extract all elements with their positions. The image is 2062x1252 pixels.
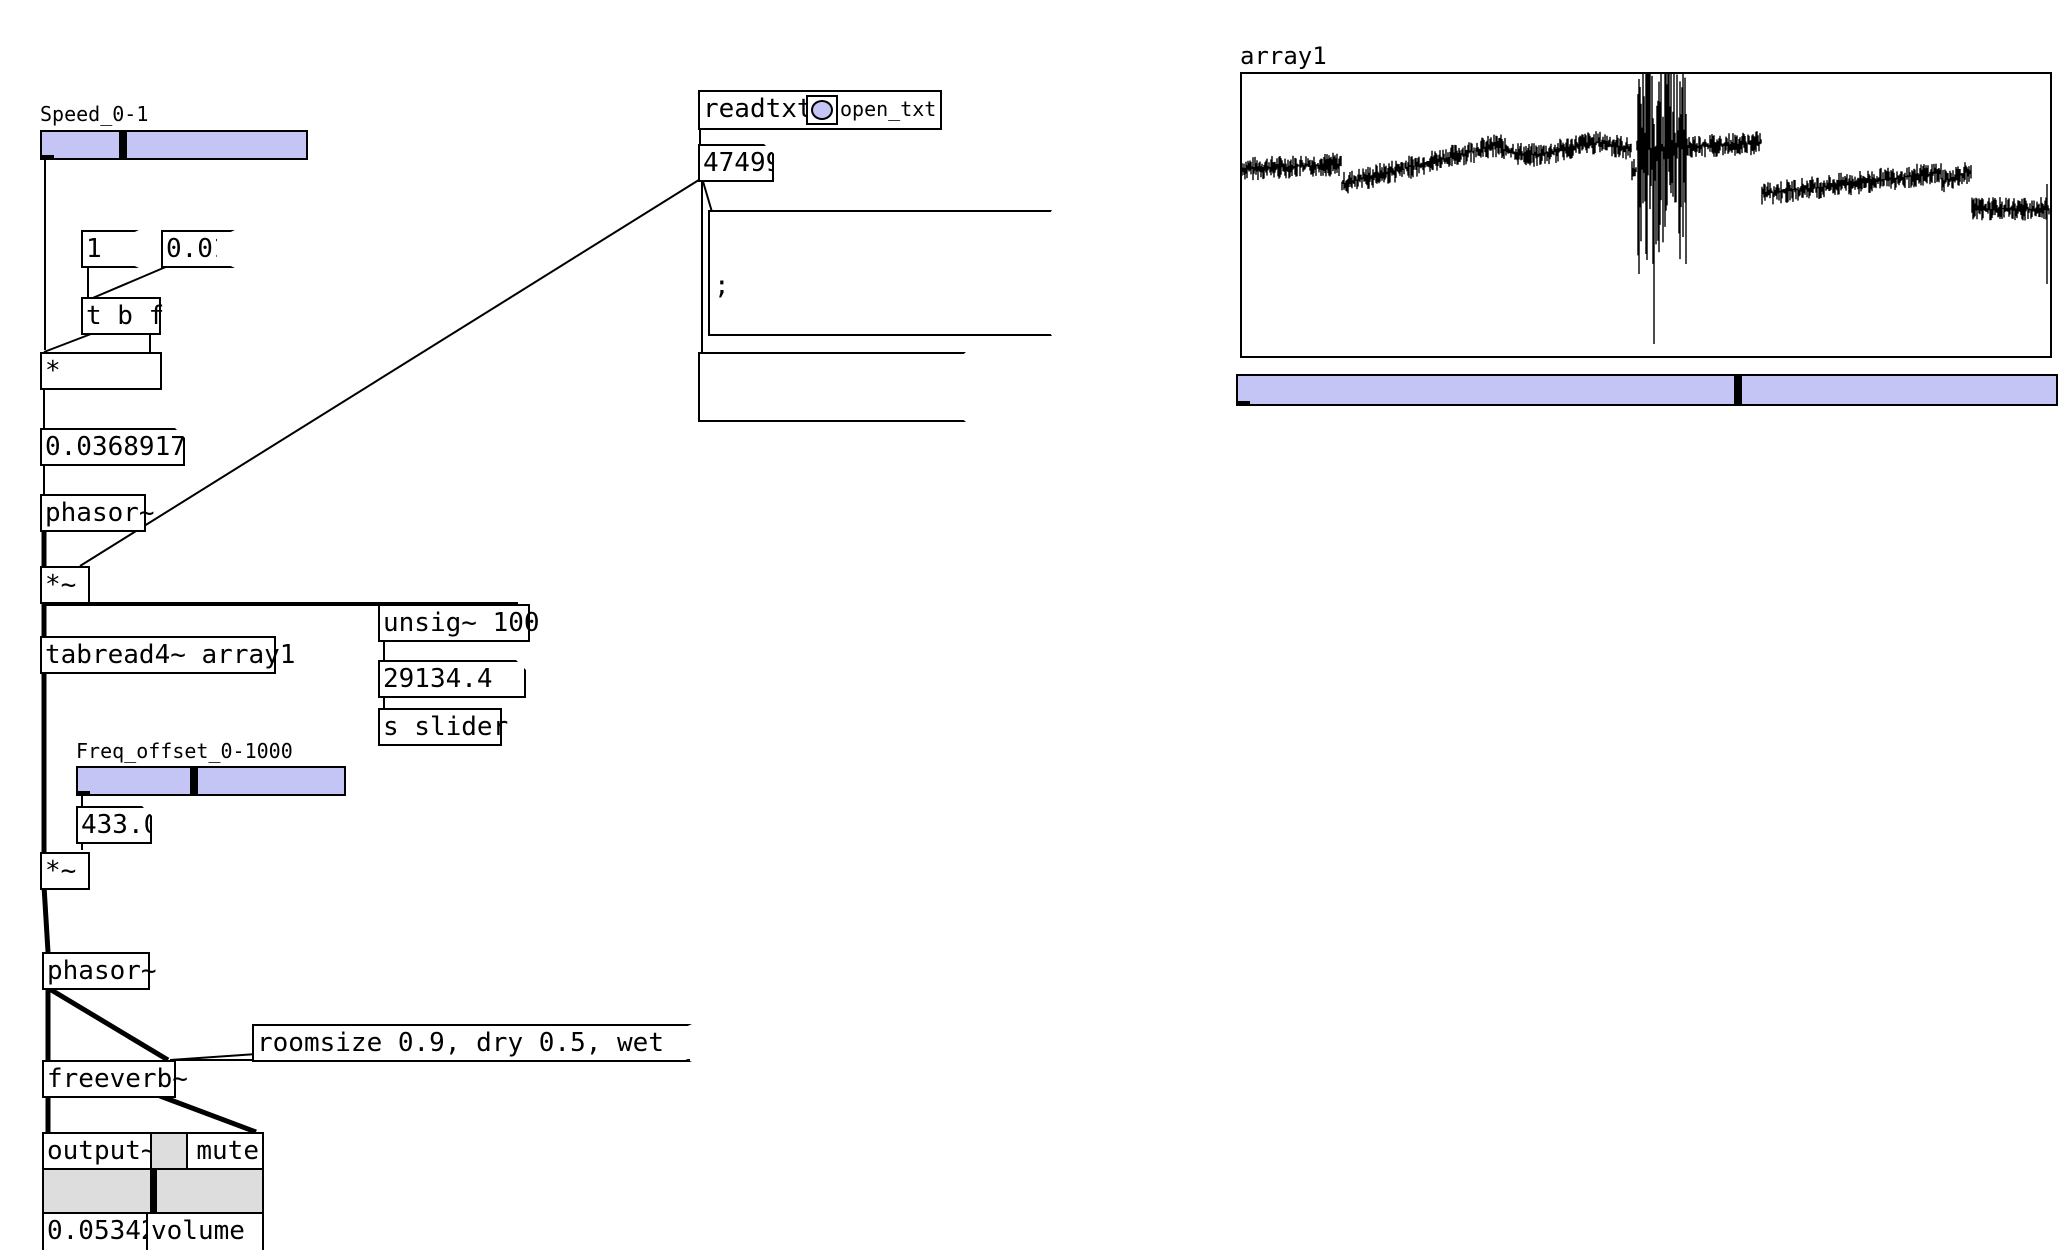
array-position-slider[interactable]: [1236, 374, 2058, 406]
slider-msg-line: slider range 0 $1: [704, 497, 971, 527]
speed-number-box[interactable]: 0.0368917: [40, 428, 185, 466]
outlet: [40, 155, 54, 160]
speed-slider-label: Speed_0-1: [40, 102, 149, 126]
freq-offset-slider-label: Freq_offset_0-1000: [76, 739, 293, 763]
mute-label: mute: [188, 1134, 262, 1170]
volume-label: volume: [148, 1212, 262, 1250]
slider-range-message[interactable]: ; slider range 0 $1: [698, 352, 966, 422]
mute-toggle[interactable]: [152, 1134, 188, 1170]
output-module: output~ mute 0.05342 volume: [42, 1132, 264, 1250]
speed-slider-knob[interactable]: [119, 132, 127, 158]
unsig-number-box[interactable]: 29134.4: [378, 660, 526, 698]
phasor-object-1[interactable]: phasor~: [40, 494, 155, 532]
array-config-message[interactable]: ; array1 resize $1; array1 read data2.tx…: [708, 210, 1052, 336]
slider-msg-line: ;: [704, 413, 720, 443]
message-one[interactable]: 1: [81, 230, 139, 268]
array-waveform: [1242, 74, 2050, 344]
volume-number-box[interactable]: 0.05342: [44, 1212, 157, 1250]
array-size-number-box[interactable]: 47499: [698, 144, 774, 182]
freq-offset-number-box[interactable]: 433.0: [76, 806, 152, 844]
volume-slider[interactable]: [44, 1170, 262, 1212]
array-msg-line: array1 read data2.txt;: [714, 439, 1059, 469]
multiply-object[interactable]: *: [40, 352, 162, 390]
freeverb-object[interactable]: freeverb~: [42, 1060, 188, 1098]
trigger-object[interactable]: t b f: [81, 297, 164, 335]
array-msg-line: ;: [714, 271, 730, 301]
array-graph[interactable]: [1240, 72, 2052, 358]
open-txt-label: open_txt: [840, 97, 937, 121]
array-title: array1: [1240, 42, 1327, 70]
reverb-settings-message[interactable]: roomsize 0.9, dry 0.5, wet 0.5: [252, 1024, 692, 1062]
send-slider-object[interactable]: s slider: [378, 708, 508, 746]
outlet: [76, 791, 90, 796]
speed-slider[interactable]: [40, 130, 308, 160]
tabread-object[interactable]: tabread4~ array1: [40, 636, 295, 674]
readtxt-object[interactable]: readtxt open_txt: [698, 90, 942, 130]
array-msg-line: array1 normalize: [714, 523, 965, 553]
volume-slider-knob[interactable]: [150, 1170, 157, 1212]
freq-offset-slider[interactable]: [76, 766, 346, 796]
signal-multiply-object-2[interactable]: *~: [40, 852, 90, 890]
unsig-object[interactable]: unsig~ 100: [378, 604, 540, 642]
array-position-slider-knob[interactable]: [1734, 376, 1742, 404]
signal-multiply-object-1[interactable]: *~: [40, 566, 90, 604]
message-0-01[interactable]: 0.01: [161, 230, 235, 268]
open-txt-bang[interactable]: [806, 95, 838, 125]
output-name: output~: [44, 1134, 157, 1170]
freq-offset-slider-knob[interactable]: [190, 768, 198, 794]
outlet: [1236, 401, 1250, 406]
phasor-object-2[interactable]: phasor~: [42, 952, 157, 990]
